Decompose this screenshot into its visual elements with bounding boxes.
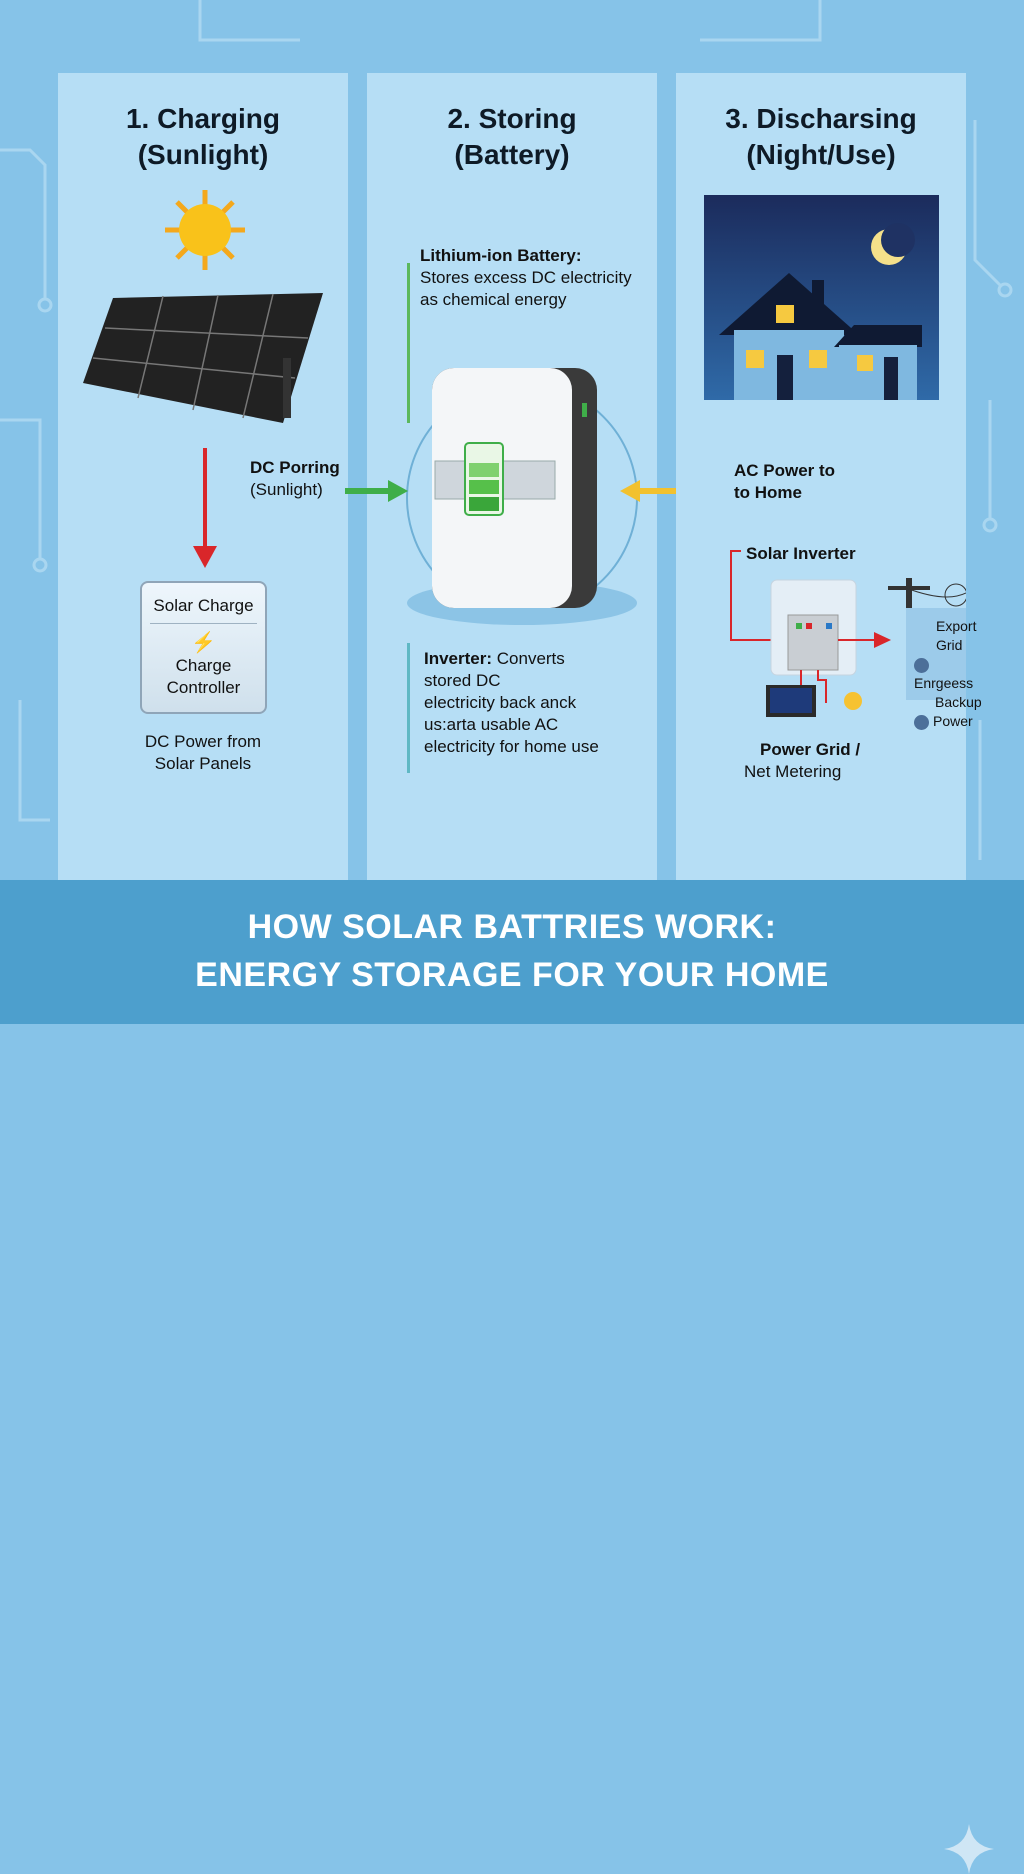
charge-controller: Solar Charge ⚡ Charge Controller xyxy=(140,581,267,714)
ac-flow-label: AC Power to xyxy=(734,461,836,480)
solar-inverter-label: Solar Inverter xyxy=(746,544,856,563)
sun-icon xyxy=(165,190,245,270)
arrow-right-green xyxy=(345,480,408,502)
grid-label: Power Grid / xyxy=(760,740,861,759)
plug-icon xyxy=(914,657,929,673)
export-item: Power xyxy=(933,713,973,729)
inverter-desc: Converts xyxy=(492,649,565,668)
inverter-desc: electricity back anck xyxy=(424,693,577,712)
controller-name: Controller xyxy=(166,678,241,697)
panel-title: 1. Charging xyxy=(125,103,280,134)
inverter-callout-line xyxy=(407,643,410,773)
battery-illustration xyxy=(406,368,638,625)
panel-subtitle: (Battery) xyxy=(454,139,570,170)
panel-discharging: 3. Discharsing (Night/Use) AC Power to to … xyxy=(676,73,982,881)
dc-flow-label: DC Porring xyxy=(250,458,340,477)
controller-name: Charge xyxy=(175,656,232,675)
panel-charging: 1. Charging (Sunlight) Solar Charge ⚡ Cha… xyxy=(58,73,348,881)
inverter-illustration xyxy=(730,550,891,717)
banner-title: HOW SOLAR BATTRIES WORK: xyxy=(247,908,777,946)
solar-panel-icon xyxy=(83,293,323,423)
panel-subtitle: (Sunlight) xyxy=(137,139,269,170)
panel-title: 2. Storing xyxy=(447,103,577,134)
export-item: Enrgeess xyxy=(914,675,974,691)
circuit-background xyxy=(0,0,1013,860)
panel-storing: 2. Storing (Battery) Lithium-ion Battery:… xyxy=(367,73,657,881)
inverter-desc: electricity for home use xyxy=(424,737,599,756)
footer-banner: HOW SOLAR BATTRIES WORK: ENERGY STORAGE … xyxy=(0,880,1024,1874)
inverter-title: Inverter: xyxy=(424,649,493,668)
panel-subtitle: (Night/Use) xyxy=(746,139,896,170)
battery-desc: as chemical energy xyxy=(420,290,567,309)
battery-desc: Stores excess DC electricity xyxy=(420,268,632,287)
panel-title: 3. Discharsing xyxy=(725,103,917,134)
night-house-illustration xyxy=(704,195,939,400)
battery-callout-line xyxy=(407,263,410,423)
arrow-down-red xyxy=(193,448,217,568)
export-grid-label: Export Grid xyxy=(936,618,977,653)
banner-subtitle: ENERGY STORAGE FOR YOUR HOME xyxy=(195,956,829,994)
controller-title: Solar Charge xyxy=(153,596,254,615)
inverter-desc: us:arta usable AC xyxy=(424,715,559,734)
dc-power-label: Solar Panels xyxy=(154,754,252,773)
dc-power-label: DC Power from xyxy=(144,732,262,751)
export-item: Backup xyxy=(935,694,982,710)
lightning-icon: ⚡ xyxy=(191,632,216,654)
power-icon xyxy=(914,714,929,730)
inverter-desc: stored DC xyxy=(424,671,501,690)
grid-label: Net Metering xyxy=(744,762,842,781)
export-grid-box xyxy=(906,608,966,700)
battery-title: Lithium-ion Battery: xyxy=(420,246,582,265)
sparkle-icon xyxy=(944,1824,994,1874)
ac-flow-label: to Home xyxy=(734,483,802,502)
dc-flow-label: (Sunlight) xyxy=(250,480,323,499)
